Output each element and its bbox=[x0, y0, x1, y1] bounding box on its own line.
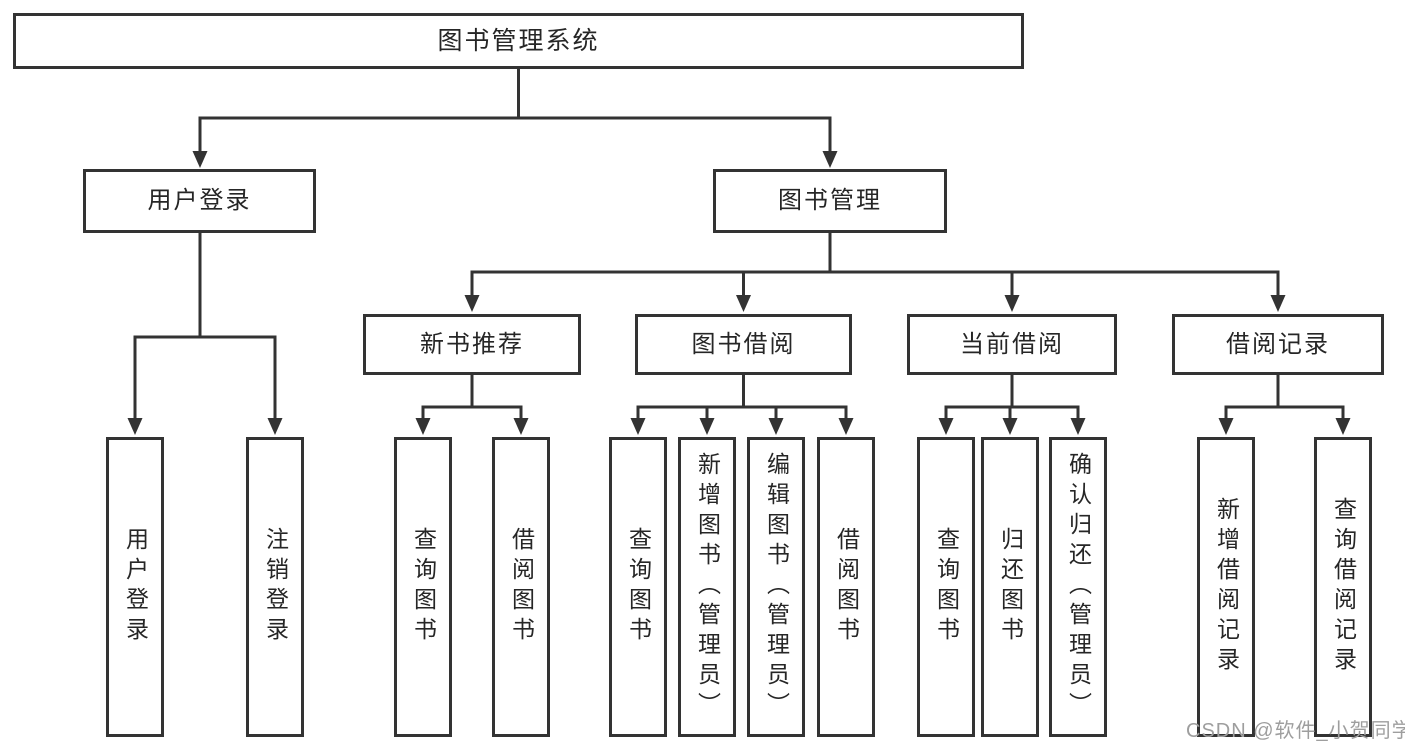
node-new-book-recommend: 新书推荐 bbox=[363, 314, 581, 375]
node-borrow-records: 借阅记录 bbox=[1172, 314, 1384, 375]
node-book-borrow: 图书借阅 bbox=[635, 314, 852, 375]
leaf-query-borrow-record: 查询借阅记录 bbox=[1314, 437, 1372, 737]
leaf-query-books-borrow: 查询图书 bbox=[609, 437, 667, 737]
connector-segments bbox=[133, 69, 1345, 420]
node-user-login: 用户登录 bbox=[83, 169, 316, 233]
node-book-management: 图书管理 bbox=[713, 169, 947, 233]
leaf-user-login: 用户登录 bbox=[106, 437, 164, 737]
node-current-borrow: 当前借阅 bbox=[907, 314, 1117, 375]
leaf-add-borrow-record: 新增借阅记录 bbox=[1197, 437, 1255, 737]
leaf-add-book-admin: 新增图书（管理员） bbox=[678, 437, 736, 737]
node-root: 图书管理系统 bbox=[13, 13, 1024, 69]
leaf-query-books-recommend: 查询图书 bbox=[394, 437, 452, 737]
leaf-return-books: 归还图书 bbox=[981, 437, 1039, 737]
watermark: CSDN @软件_小贺同学 bbox=[1186, 720, 1405, 742]
leaf-borrow-books: 借阅图书 bbox=[817, 437, 875, 737]
leaf-edit-book-admin: 编辑图书（管理员） bbox=[747, 437, 805, 737]
leaf-confirm-return-admin: 确认归还（管理员） bbox=[1049, 437, 1107, 737]
leaf-logout: 注销登录 bbox=[246, 437, 304, 737]
leaf-query-books-current: 查询图书 bbox=[917, 437, 975, 737]
leaf-borrow-books-recommend: 借阅图书 bbox=[492, 437, 550, 737]
arrowheads bbox=[127, 151, 1351, 435]
